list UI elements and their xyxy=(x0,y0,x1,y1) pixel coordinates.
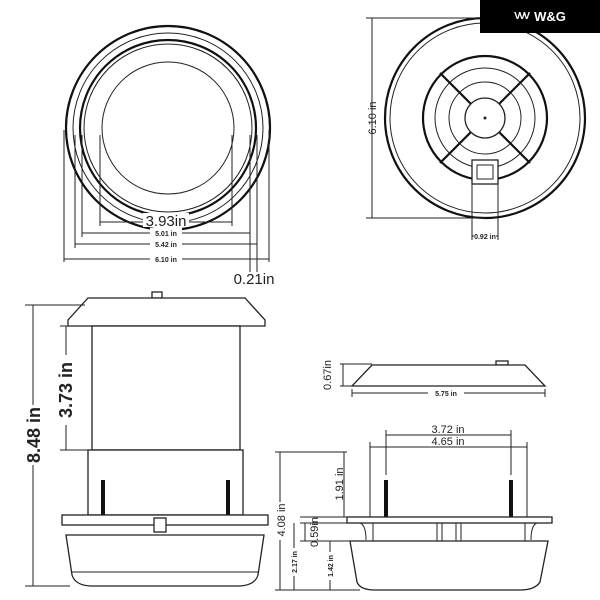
logo-text: W&G xyxy=(534,9,566,24)
dim-disc-width: 5.75 in xyxy=(435,391,457,398)
top-view: 3.93in 5.01 in 5.42 in 6.10 in 0.21in xyxy=(63,24,275,288)
full-side-view: 8.48 in 3.73 in xyxy=(22,291,269,587)
dim-base-total: 4.08 in xyxy=(276,503,288,536)
dim-rim: 0.21in xyxy=(234,271,275,288)
dim-switch-width: 0.92 in xyxy=(474,234,496,241)
dim-pin-spacing: 3.72 in xyxy=(431,424,464,436)
dim-neck-width: 4.65 in xyxy=(431,436,464,448)
dim-flange: 0.59in xyxy=(309,517,321,547)
dim-outer-diameter: 6.10 in xyxy=(155,257,177,264)
dim-cylinder-height: 3.73 in xyxy=(56,362,76,418)
dim-bottom-diameter: 6.10 in xyxy=(367,101,379,134)
dim-inner-diameter: 3.93in xyxy=(146,213,187,230)
dim-diameter-501: 5.01 in xyxy=(155,231,177,238)
switch-icon xyxy=(471,159,499,185)
bottom-view: 6.10 in 0.92 in xyxy=(366,16,587,241)
base-side-view: 3.72 in 4.65 in 1.91 in 4.08 in 0.59in 2… xyxy=(272,424,553,591)
dim-disc-height: 0.67in xyxy=(322,360,334,390)
dim-diameter-542: 5.42 in xyxy=(155,242,177,249)
dim-pin-height: 1.91 in xyxy=(334,467,346,500)
logo-mark-icon: VVV xyxy=(514,11,530,22)
dim-lower: 2.17 in xyxy=(292,551,299,573)
disc-side-view: 0.67in 5.75 in xyxy=(322,360,547,398)
dim-total-height: 8.48 in xyxy=(24,407,44,463)
brand-logo: VVV W&G xyxy=(480,0,600,33)
dim-bowl: 1.42 in xyxy=(328,555,335,577)
